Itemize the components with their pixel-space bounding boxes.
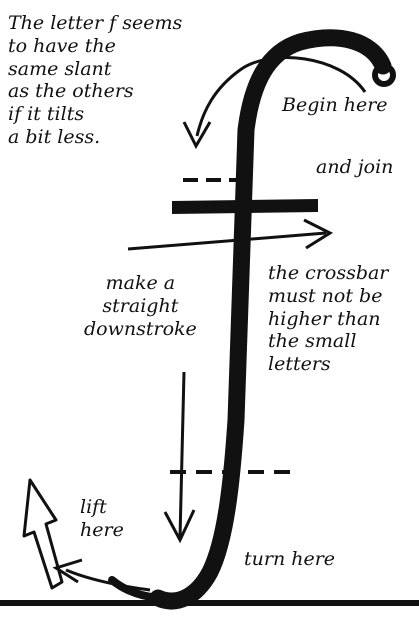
downstroke-arrow xyxy=(180,372,184,538)
lift-note: lift here xyxy=(80,496,124,542)
straight-note: make a straight downstroke xyxy=(84,272,197,340)
f-start-dot xyxy=(375,66,393,84)
lift-arrow xyxy=(24,480,62,588)
join-note: and join xyxy=(316,156,393,179)
crossbar-arrow xyxy=(128,233,326,249)
begin-note: Begin here xyxy=(282,94,388,117)
turn-note: turn here xyxy=(244,548,335,571)
crossbar-note: the crossbar must not be higher than the… xyxy=(268,262,388,376)
slant-note: The letter f seems to have the same slan… xyxy=(8,12,182,149)
